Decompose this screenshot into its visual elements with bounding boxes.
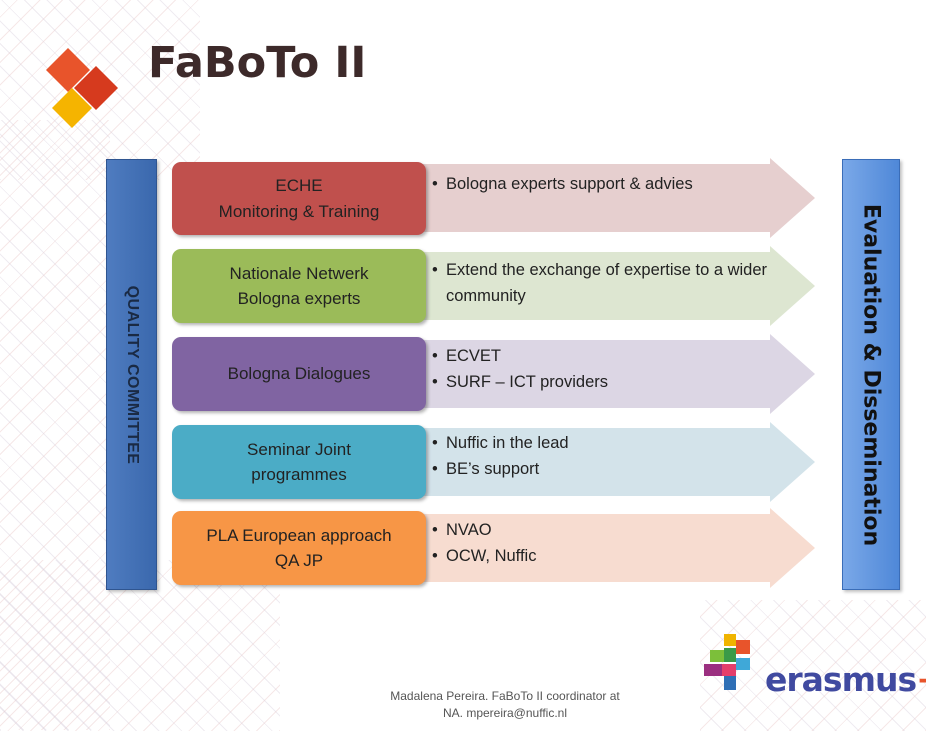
seminar-joint-box: Seminar Joint programmes (172, 425, 426, 499)
bullet-item: BE’s support (432, 457, 569, 483)
quality-committee-bar: QUALITY COMMITTEE (106, 159, 157, 590)
evaluation-dissemination-bar: Evaluation & Dissemination (842, 159, 900, 590)
page-title: FaBoTo II (148, 38, 367, 88)
erasmus-squares-icon (704, 634, 750, 690)
pla-european-box: PLA European approach QA JP (172, 511, 426, 585)
bullet-item: Nuffic in the lead (432, 431, 569, 457)
bullet-item: SURF – ICT providers (432, 370, 608, 396)
bullet-item: Extend the exchange of expertise to a wi… (432, 258, 772, 309)
box-line: Nationale Netwerk (229, 263, 369, 283)
row-nationale-netwerk: Nationale Netwerk Bologna experts Extend… (0, 246, 926, 326)
box-line: QA JP (274, 551, 324, 570)
bullet-list: Extend the exchange of expertise to a wi… (432, 258, 772, 309)
box-line: PLA European approach (206, 525, 392, 545)
box-line: ECHE (275, 176, 323, 195)
box-line: Monitoring & Training (218, 201, 380, 221)
nationale-netwerk-box: Nationale Netwerk Bologna experts (172, 249, 426, 323)
row-pla-european: PLA European approach QA JP NVAO OCW, Nu… (0, 508, 926, 588)
footer-credit: Madalena Pereira. FaBoTo II coordinator … (360, 688, 650, 723)
footer-line: NA. mpereira@nuffic.nl (442, 706, 567, 721)
bullet-item: OCW, Nuffic (432, 544, 536, 570)
arrow-polygon (400, 158, 815, 238)
row-eche: ECHE Monitoring & Training Bologna exper… (0, 158, 926, 238)
box-line: Bologna experts (237, 289, 361, 308)
bologna-dialogues-box: Bologna Dialogues (172, 337, 426, 411)
bullet-list: NVAO OCW, Nuffic (432, 518, 536, 569)
bullet-item: ECVET (432, 344, 608, 370)
arrow-shape (400, 158, 815, 238)
corner-diamond-logo-icon (46, 48, 118, 128)
box-line: Bologna Dialogues (227, 364, 371, 384)
erasmus-plus-sign: + (916, 660, 926, 699)
footer-line: Madalena Pereira. FaBoTo II coordinator … (390, 689, 620, 703)
row-bologna-dialogues: Bologna Dialogues ECVET SURF – ICT provi… (0, 334, 926, 414)
box-line: programmes (251, 465, 347, 484)
bullet-item: NVAO (432, 518, 536, 544)
bullet-item: Bologna experts support & advies (432, 172, 693, 198)
bullet-list: Nuffic in the lead BE’s support (432, 431, 569, 482)
eche-box: ECHE Monitoring & Training (172, 162, 426, 235)
row-seminar-joint: Seminar Joint programmes Nuffic in the l… (0, 422, 926, 502)
bullet-list: ECVET SURF – ICT providers (432, 344, 608, 395)
erasmus-wordmark: erasmus+ (765, 660, 926, 699)
erasmus-word: erasmus (765, 660, 917, 699)
box-line: Seminar Joint (247, 439, 351, 459)
bullet-list: Bologna experts support & advies (432, 172, 693, 198)
